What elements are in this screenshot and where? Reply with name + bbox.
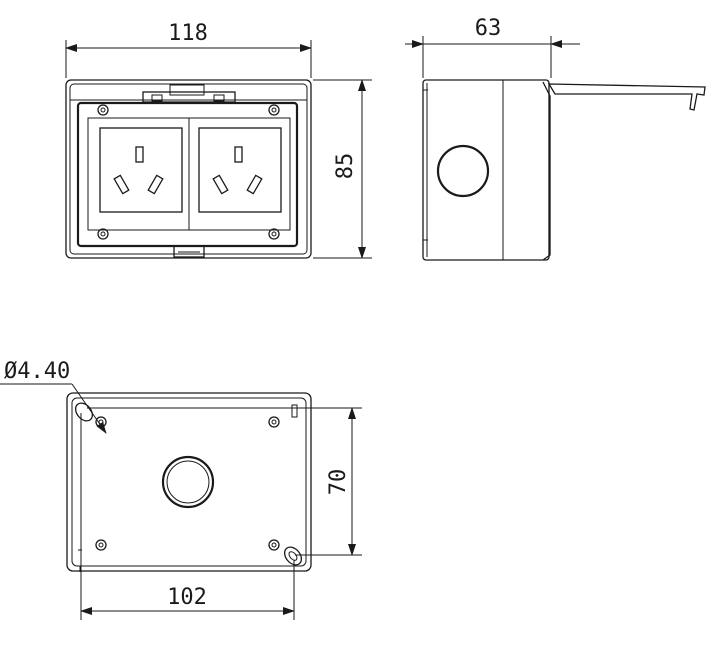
side-housing [422,79,550,261]
faceplate-screws [97,104,280,240]
side-view: 63 [405,16,706,261]
front-view: 118 85 [65,21,372,259]
side-knockout [436,144,490,198]
dim-mount-vertical: 70 [87,407,362,556]
dim-front-height: 85 [313,79,372,259]
dim-mount-horizontal: 102 [80,413,295,620]
back-knockout [161,455,215,509]
back-housing [66,392,312,572]
dim-hole-diameter: Ø4.40 [0,359,107,434]
dim-side-depth-label: 63 [475,16,502,41]
socket-right [198,127,282,213]
front-housing [65,79,312,259]
dim-side-depth: 63 [405,16,580,78]
dim-front-width: 118 [65,21,312,78]
dim-front-width-label: 118 [168,21,208,46]
socket-left [99,127,183,213]
dim-hole-diameter-label: Ø4.40 [4,359,70,384]
mounting-holes [74,402,303,566]
dim-front-height-label: 85 [333,153,358,180]
side-lid [547,83,706,111]
dim-mount-vertical-label: 70 [326,469,351,496]
faceplate [76,101,299,248]
back-view: Ø4.40 70 102 [0,359,362,620]
bottom-latch [173,245,205,258]
dim-mount-horizontal-label: 102 [167,585,207,610]
